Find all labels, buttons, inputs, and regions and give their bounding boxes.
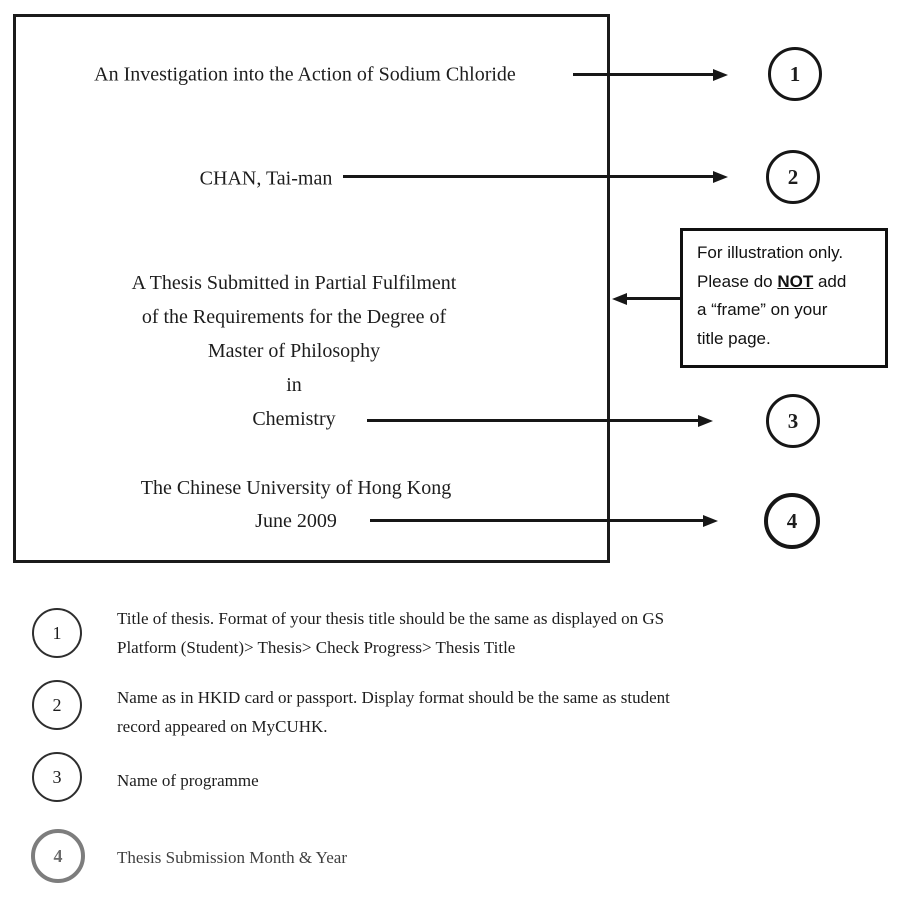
arrow-date-to-marker-4 <box>370 514 718 527</box>
marker-circle-2: 2 <box>766 150 820 204</box>
arrow-head-icon <box>703 514 718 527</box>
legend-line: Thesis Submission Month & Year <box>117 848 347 867</box>
arrow-shaft <box>367 419 698 422</box>
marker-circle-1: 1 <box>768 47 822 101</box>
marker-circle-4: 4 <box>764 493 820 549</box>
legend-line: Platform (Student)> Thesis> Check Progre… <box>117 638 516 657</box>
legend-text-3: Name of programme <box>117 766 259 795</box>
arrow-shaft <box>370 519 703 522</box>
legend-text-1: Title of thesis. Format of your thesis t… <box>117 604 664 662</box>
arrow-head-icon <box>713 170 728 183</box>
marker-number: 4 <box>786 508 798 533</box>
legend-marker-number: 3 <box>52 766 62 787</box>
thesis-statement-line: in <box>286 374 302 396</box>
callout-line: a “frame” on your <box>697 300 828 319</box>
legend-marker-number: 4 <box>53 845 63 866</box>
legend-line: Name of programme <box>117 771 259 790</box>
callout-line: For illustration only. <box>697 243 844 262</box>
thesis-statement-line: of the Requirements for the Degree of <box>141 306 447 328</box>
marker-number: 3 <box>787 408 799 433</box>
callout-text: add <box>813 271 847 291</box>
title-page-frame <box>13 14 610 563</box>
legend-marker-4: 4 <box>31 829 85 883</box>
legend-text-4: Thesis Submission Month & Year <box>117 843 347 872</box>
thesis-statement: A Thesis Submitted in Partial Fulfilment… <box>132 266 457 436</box>
marker-number: 1 <box>789 61 801 86</box>
author-name: CHAN, Tai-man <box>199 167 333 190</box>
legend-marker-number: 2 <box>52 694 62 715</box>
arrow-head-icon <box>612 292 627 305</box>
programme-name: Chemistry <box>252 408 336 430</box>
arrow-head-icon <box>713 68 728 81</box>
legend-line: record appeared on MyCUHK. <box>117 717 328 736</box>
legend-marker-number: 1 <box>52 622 62 643</box>
submission-date: June 2009 <box>255 510 337 532</box>
marker-circle-3: 3 <box>766 394 820 448</box>
arrow-callout-to-frame <box>612 292 680 305</box>
university-name: The Chinese University of Hong Kong <box>140 477 452 499</box>
arrow-author-to-marker-2 <box>343 170 728 183</box>
marker-number: 2 <box>787 164 799 189</box>
arrow-shaft <box>627 297 680 300</box>
callout-note: For illustration only. Please do NOT add… <box>680 228 888 368</box>
legend-marker-3: 3 <box>32 752 82 802</box>
university-block: The Chinese University of Hong Kong June… <box>141 472 452 538</box>
thesis-statement-line: Master of Philosophy <box>207 340 381 362</box>
arrow-head-icon <box>698 414 713 427</box>
callout-emphasis: NOT <box>777 271 814 291</box>
callout-text: Please do <box>697 271 778 291</box>
thesis-statement-line: A Thesis Submitted in Partial Fulfilment <box>131 272 457 294</box>
legend-line: Name as in HKID card or passport. Displa… <box>117 688 670 707</box>
legend-text-2: Name as in HKID card or passport. Displa… <box>117 683 670 741</box>
legend-marker-1: 1 <box>32 608 82 658</box>
legend-line: Title of thesis. Format of your thesis t… <box>117 609 665 628</box>
arrow-shaft <box>573 73 713 76</box>
arrow-shaft <box>343 175 713 178</box>
arrow-programme-to-marker-3 <box>367 414 713 427</box>
legend-marker-2: 2 <box>32 680 82 730</box>
callout-line: title page. <box>697 328 771 348</box>
thesis-title: An Investigation into the Action of Sodi… <box>94 63 516 86</box>
arrow-title-to-marker-1 <box>573 68 728 81</box>
callout-line: Please do NOT add <box>697 268 885 297</box>
